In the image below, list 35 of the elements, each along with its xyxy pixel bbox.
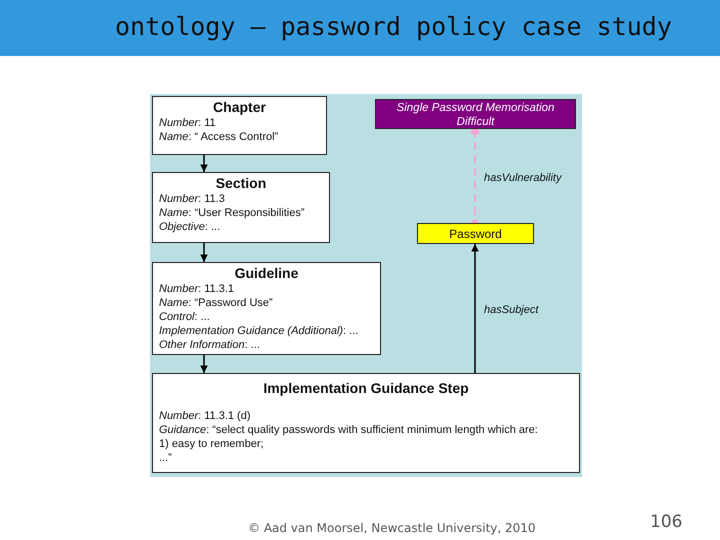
attribute-text: Number: 11.3.1 [159,282,236,296]
edge-label: hasSubject [484,304,538,316]
attribute-text: Number: 11.3.1 (d) [159,409,252,423]
page-number: 106 [650,512,682,532]
attribute-text: Other Information: ... [159,338,261,352]
box-heading: Guideline [234,265,300,282]
slide-title: ontology – password policy case study [115,12,672,41]
arrow [471,244,479,373]
attribute-text: Guidance: “select quality passwords with sufficient minimum length which are: [159,423,539,437]
footer-text: © Aad van Moorsel, Newcastle University, 2010 [248,521,536,535]
attribute-text: Implementation Guidance (Additional): ... [159,324,360,338]
attribute-text: Name: “Password Use” [159,296,274,310]
attribute-text: Objective: ... [159,220,222,234]
class-box [152,262,381,355]
attribute-text: Name: “User Responsibilities” [159,206,306,220]
attribute-text: Name: “ Access Control” [159,130,280,144]
attribute-text: Number: 11.3 [159,192,226,206]
vulnerability-box [375,99,576,129]
arrow [200,243,208,262]
attribute-text: Control: ... [159,310,211,324]
attribute-text: ...” [159,451,173,465]
attribute-text: 1) easy to remember; [159,437,265,451]
edge-label: hasVulnerability [484,172,562,184]
arrow [200,155,208,172]
class-box [152,96,327,155]
box-heading: Chapter [212,99,267,116]
class-box [152,172,330,243]
class-box [152,373,580,473]
arrow [200,355,208,373]
attribute-text: Number: 11 [159,116,217,130]
box-heading: Implementation Guidance Step [262,380,470,397]
vulnerability-name: Single Password Memorisation Difficult [396,101,556,129]
concept-box [417,223,534,244]
box-heading: Section [214,175,268,192]
concept-name: Password [448,226,503,243]
